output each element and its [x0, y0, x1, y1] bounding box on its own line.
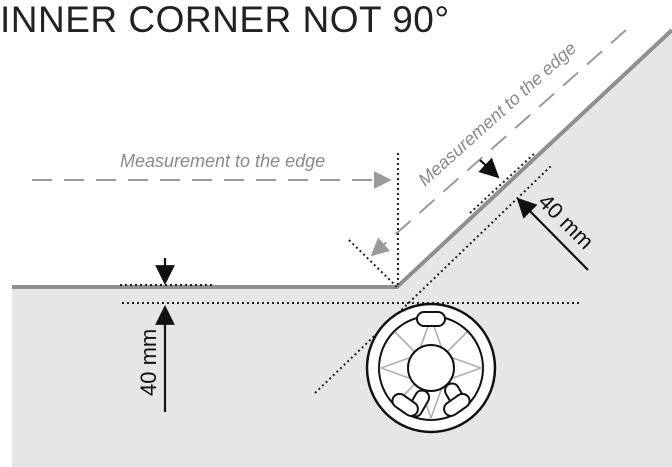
corner-normal-dotted [348, 239, 398, 288]
robot-slot-left [391, 392, 419, 417]
dim-diagonal-outer-arrow [478, 157, 500, 179]
measurement-diagonal-line [370, 29, 627, 257]
measurement-horizontal-label: Measurement to the edge [120, 151, 325, 171]
diagram-title: INNER CORNER NOT 90° [0, 0, 450, 40]
dim-vertical-label: 40 mm [136, 329, 161, 396]
robot-center-hub [407, 344, 455, 392]
dim-diagonal-inner-arrow [516, 197, 589, 271]
surface-edge [12, 28, 672, 289]
work-surface [12, 30, 672, 467]
robot-mower [365, 302, 497, 434]
robot-slot-right [443, 392, 471, 417]
